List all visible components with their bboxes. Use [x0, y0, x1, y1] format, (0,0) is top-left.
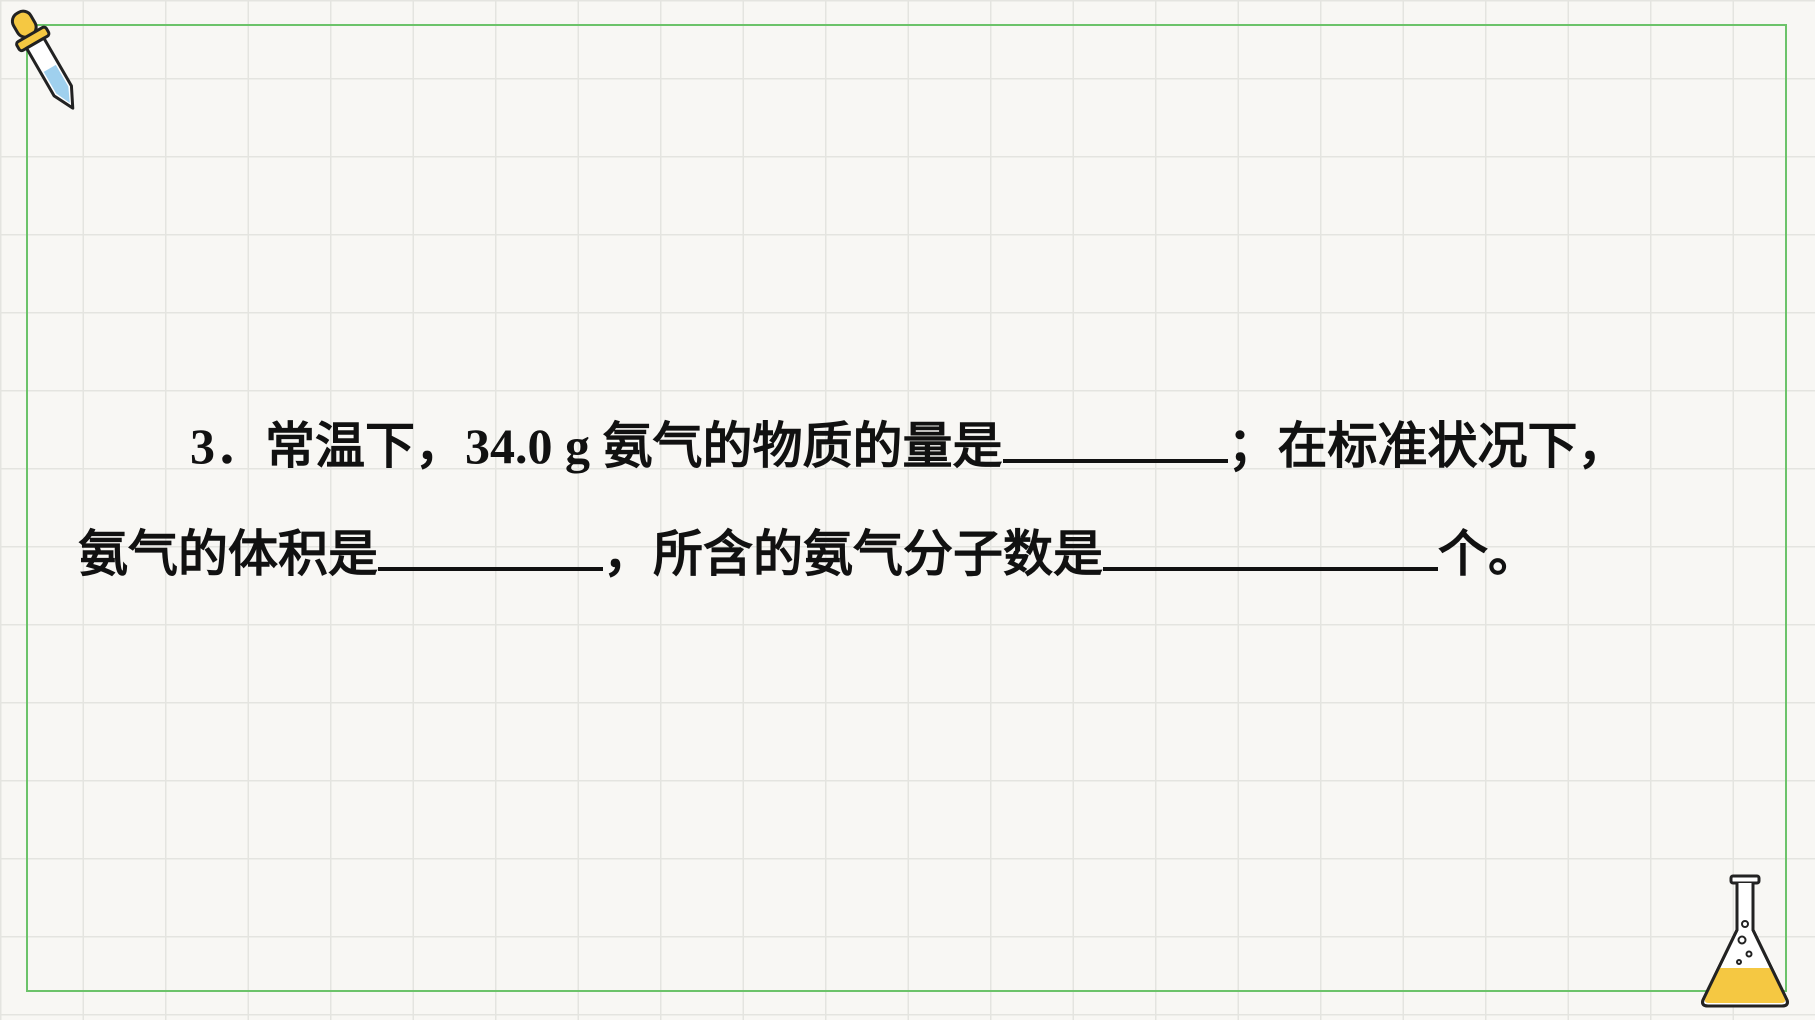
question-line-1: 3．常温下，34.0 g 氨气的物质的量是 ；在标准状况下， [78, 392, 1738, 500]
question-segment: ，所含的氨气分子数是 [603, 526, 1103, 582]
question-number: 3． [190, 418, 265, 474]
question-segment: 氨气的体积是 [78, 526, 378, 582]
answer-blank-volume[interactable] [378, 523, 603, 571]
flask-icon [1701, 874, 1789, 1008]
question-segment: ；在标准状况下， [1227, 418, 1628, 474]
question-line-2: 氨气的体积是 ，所含的氨气分子数是 个。 [78, 500, 1738, 608]
answer-blank-moles[interactable] [1002, 415, 1228, 463]
dropper-icon [10, 9, 75, 110]
question-segment: 个。 [1438, 526, 1538, 582]
answer-blank-molecule-count[interactable] [1103, 523, 1438, 571]
question-segment: 常温下，34.0 g 氨气的物质的量是 [265, 418, 1003, 474]
slide-frame [26, 24, 1787, 992]
question-text: 3．常温下，34.0 g 氨气的物质的量是 ；在标准状况下， 氨气的体积是 ，所含的… [78, 392, 1738, 608]
